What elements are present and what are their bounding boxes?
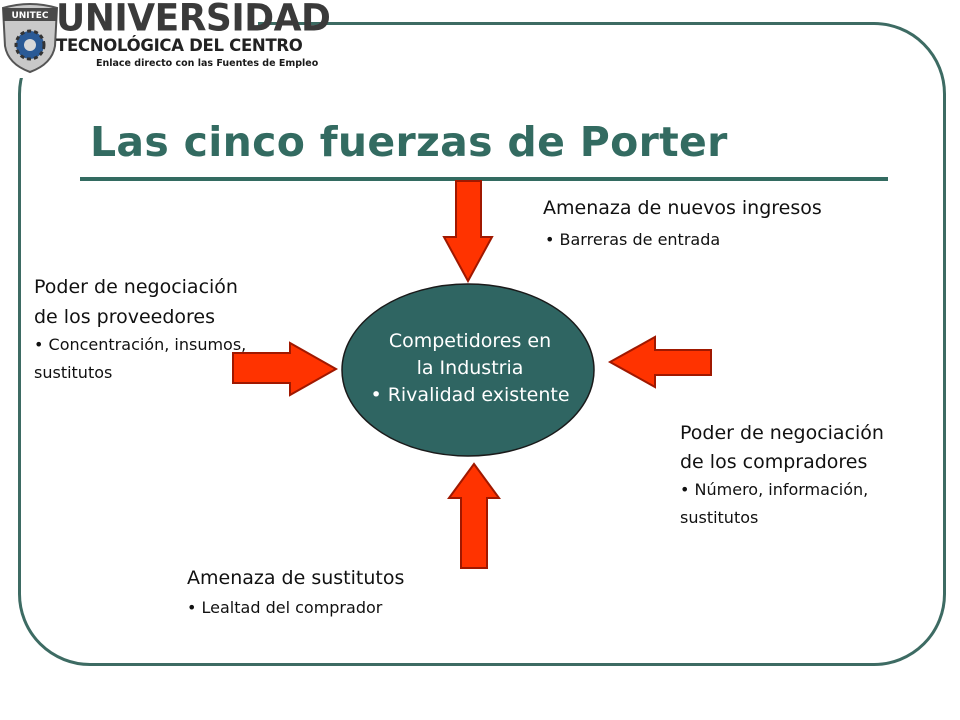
center-bullet: • Rivalidad existente: [370, 384, 570, 406]
logo-subtitle: TECNOLÓGICA DEL CENTRO: [56, 36, 303, 55]
new-entrants-heading: Amenaza de nuevos ingresos: [543, 197, 822, 219]
substitutes-heading: Amenaza de sustitutos: [187, 567, 405, 589]
logo-badge: UNITEC: [11, 11, 48, 21]
logo-name: UNIVERSIDAD: [56, 0, 331, 41]
title-underline: [80, 177, 888, 181]
shield-icon: UNITEC: [1, 3, 59, 74]
new-entrants-arrow: [442, 180, 494, 284]
center-line-1: Competidores en: [388, 330, 552, 352]
suppliers-heading-line-2: de los proveedores: [34, 306, 216, 328]
buyers-arrow: [607, 335, 712, 389]
substitutes-arrow: [447, 462, 501, 569]
logo-tagline: Enlace directo con las Fuentes de Empleo: [96, 58, 319, 69]
center-line-2: la Industria: [416, 357, 524, 379]
buyers-bullet-continuation: sustitutos: [680, 508, 759, 527]
buyers-heading-line-2: de los compradores: [680, 451, 868, 473]
slide-title: Las cinco fuerzas de Porter: [90, 118, 728, 166]
university-logo: UNITEC UNIVERSIDAD TECNOLÓGICA DEL CENTR…: [0, 0, 331, 78]
suppliers-bullet-continuation: sustitutos: [34, 363, 113, 382]
center-node-label: Competidores en la Industria • Rivalidad…: [346, 328, 594, 409]
buyers-bullet: • Número, información,: [680, 480, 869, 499]
new-entrants-bullet: • Barreras de entrada: [545, 230, 721, 249]
buyers-heading-line-1: Poder de negociación: [680, 422, 884, 444]
substitutes-bullet: • Lealtad del comprador: [187, 598, 383, 617]
industry-competitors-node: [341, 283, 595, 457]
suppliers-bullet: • Concentración, insumos,: [34, 335, 247, 354]
suppliers-heading-line-1: Poder de negociación: [34, 276, 238, 298]
slide-frame: [18, 22, 946, 666]
suppliers-arrow: [232, 341, 339, 397]
